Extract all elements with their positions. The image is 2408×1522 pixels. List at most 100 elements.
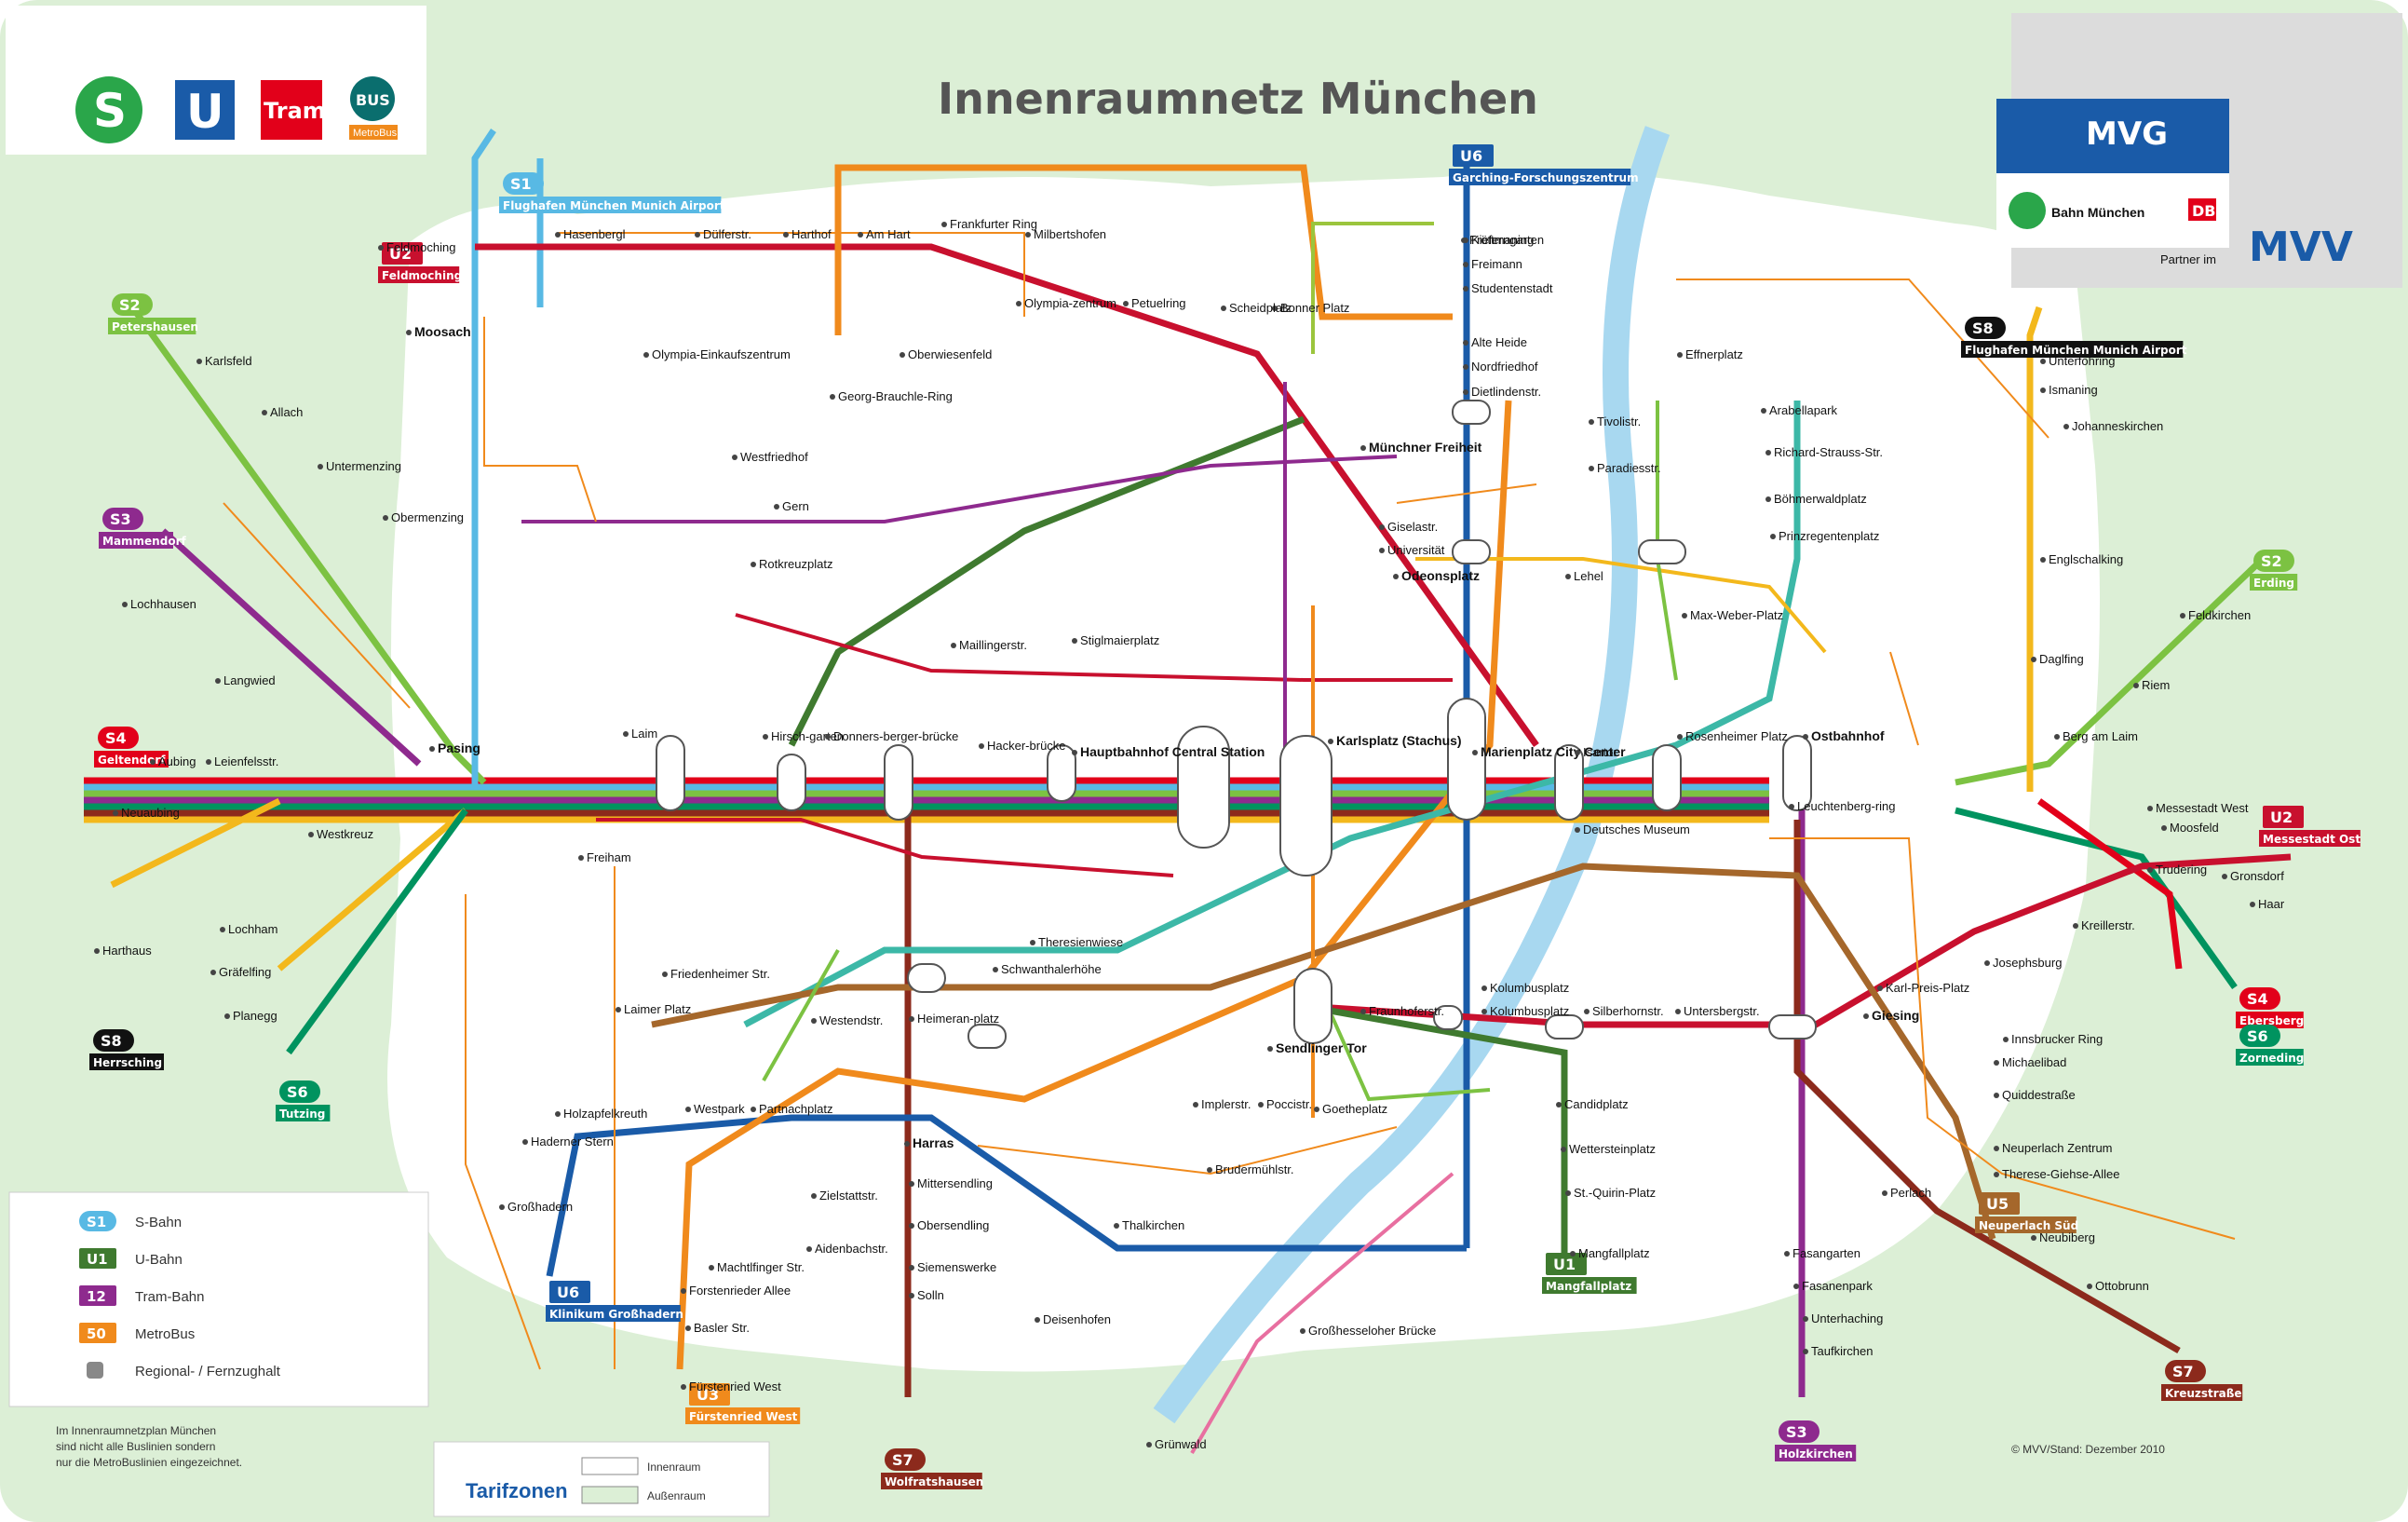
station-stop-marker [1770, 534, 1776, 539]
footnote-line-1: Im Innenraumnetzplan München [56, 1424, 216, 1437]
station-label: Giesing [1872, 1008, 1919, 1023]
station-label: Mittersendling [917, 1176, 993, 1190]
terminal-line-label: S6 [2247, 1027, 2268, 1045]
station-stop-marker [751, 562, 756, 567]
station-stop-marker [2133, 683, 2139, 688]
metrobus-lines [223, 232, 2236, 1370]
station-label: Fürstenried West [689, 1379, 781, 1393]
station-stop-marker [1994, 1172, 1999, 1177]
terminal-destination-box [2161, 1384, 2243, 1401]
station-label: Olympia-Einkaufszentrum [652, 347, 791, 361]
terminal-line-label: U5 [1986, 1195, 2009, 1213]
station-label: Hacker-brücke [987, 739, 1066, 753]
footnote-line-2: sind nicht alle Buslinien sondern [56, 1440, 215, 1453]
mvg-logo [1996, 99, 2229, 173]
station-stop-marker [1677, 734, 1683, 740]
station-stop-marker [709, 1265, 714, 1271]
station-stop-marker [909, 1265, 914, 1271]
station-stop-marker [1565, 574, 1571, 579]
station-stop-marker [122, 602, 128, 607]
station-label: Ottobrunn [2095, 1279, 2149, 1293]
outer-zone-swatch [581, 1486, 639, 1504]
terminal-destination: Messestadt Ost [2263, 833, 2361, 846]
station-stop-marker [662, 972, 668, 977]
station-stop-marker [1072, 750, 1077, 755]
mvv-logo-text: MVV [2249, 224, 2353, 271]
station-label: Feldmoching [386, 240, 455, 254]
station-stop-marker [1575, 827, 1580, 833]
s-bahn-logo: S [75, 76, 142, 143]
station-label: Laim [631, 727, 657, 741]
station-label: Universität [1387, 543, 1445, 557]
station-label: Moosfeld [2170, 821, 2219, 835]
station-stop-marker [2031, 1235, 2036, 1241]
legend-badge [79, 1248, 116, 1269]
terminal-line-label: S7 [2172, 1363, 2194, 1380]
station-label: Großhadern [507, 1200, 573, 1214]
station-stop-marker [2180, 613, 2185, 618]
station-stop-marker [732, 455, 737, 460]
station-stop-marker [1994, 1146, 1999, 1151]
station-stop-marker [206, 759, 211, 765]
station-stop-marker [555, 232, 561, 238]
terminal-line-badge [1779, 1420, 1820, 1443]
legend-badge [79, 1211, 116, 1231]
station-stop-marker [2073, 923, 2078, 929]
station-stop-marker [941, 222, 947, 227]
station-label: Gronsdorf [2230, 869, 2284, 883]
terminal-destination-box [1449, 169, 1631, 185]
terminal-destination-box [2236, 1012, 2304, 1028]
legend-badge-text: 12 [87, 1288, 106, 1305]
station-stop-marker [1803, 1349, 1808, 1354]
terminal-line-badge [2263, 806, 2304, 828]
terminal-destination: Erding [2253, 577, 2294, 590]
station-label: Kolumbusplatz [1490, 981, 1569, 995]
station-label: Arabellapark [1769, 403, 1837, 417]
station-stop-marker [1463, 286, 1468, 292]
station-label: Hirsch-garten [771, 729, 844, 743]
terminal-line-badge [503, 172, 544, 195]
station-stop-marker [1360, 445, 1366, 451]
station-stop-marker [2040, 359, 2046, 364]
s-bahn-trunk [84, 777, 1769, 823]
terminal-destination-box [1975, 1216, 2077, 1233]
legend-badge-text: 50 [87, 1325, 106, 1342]
station-label: Leuchtenberg-ring [1797, 799, 1896, 813]
partner-im-text: Partner im [2160, 252, 2216, 266]
station-stop-marker [783, 232, 789, 238]
station-label: Ostbahnhof [1811, 728, 1885, 743]
station-label: Max-Weber-Platz [1690, 608, 1783, 622]
terminal-destination-box [89, 1053, 164, 1070]
station-stop-marker [774, 504, 779, 510]
terminal-destination-box [378, 266, 460, 283]
station-stop-marker [94, 948, 100, 954]
station-label: Fraunhoferstr. [1369, 1004, 1444, 1018]
station-stop-marker [1677, 352, 1683, 358]
station-stop-marker [1803, 734, 1808, 740]
station-stop-marker [811, 1193, 817, 1199]
station-label: Unterhaching [1811, 1311, 1883, 1325]
terminal-line-label: S4 [2247, 990, 2268, 1008]
station-label: Westkreuz [317, 827, 373, 841]
legend-item: 50 MetroBus [79, 1323, 195, 1343]
legend-item: Regional- / Fernzughalt [87, 1362, 281, 1379]
station-stop-marker [2147, 806, 2153, 811]
terminal-destination: Zorneding [2239, 1052, 2304, 1065]
station-label: Neubiberg [2039, 1230, 2095, 1244]
station-label: Poccistr. [1266, 1097, 1312, 1111]
station-stop-marker [1221, 306, 1226, 311]
terminal-line-badge [98, 727, 139, 749]
station-label: Untersbergstr. [1684, 1004, 1760, 1018]
legend-label: MetroBus [135, 1326, 195, 1342]
terminal-destination: Fürstenried West [689, 1410, 798, 1423]
terminal-destination: Kreuzstraße [2165, 1387, 2242, 1400]
